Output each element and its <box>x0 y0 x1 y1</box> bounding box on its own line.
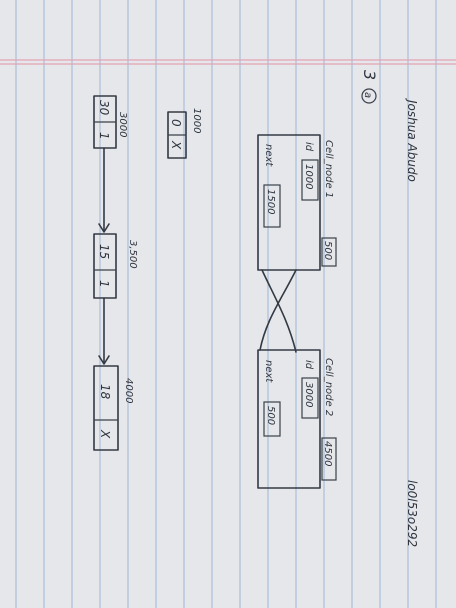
node-3500: 3,500 15 1 <box>93 233 138 299</box>
node-4000-address: 4000 <box>123 378 134 403</box>
node-4000-link: X <box>98 429 112 439</box>
cell-node-1-address-box <box>321 237 337 267</box>
node-4000-value: 18 <box>98 384 112 400</box>
cell-node-2-id-box <box>301 377 319 419</box>
node-4000-box <box>93 365 119 451</box>
cell-node-1-id-box <box>301 159 319 201</box>
cell-node-1-id-label: id <box>303 142 314 152</box>
node-3500-address: 3,500 <box>127 240 138 269</box>
rule-lines <box>15 0 437 608</box>
cell-node-1-next-value: 1500 <box>265 189 276 214</box>
cell-node-2-next-value: 500 <box>265 406 276 425</box>
cell-node-1-id-value: 1000 <box>303 164 314 189</box>
cell-node-2-address: 4500 <box>322 441 333 466</box>
cell-node-2-next-label: next <box>263 360 274 383</box>
cell-node-1-title: Cell_node 1 <box>323 140 334 198</box>
part-circle <box>361 88 377 104</box>
node-3000-value: 30 <box>97 100 111 116</box>
arrow-head-icon <box>98 223 110 233</box>
node-3500-link: 1 <box>97 280 111 288</box>
node-3500-value: 15 <box>97 244 111 259</box>
part-label: a <box>362 92 373 98</box>
cell-node-1-address: 500 <box>322 241 333 260</box>
student-name: Joshua Abudo <box>405 98 419 182</box>
cell-node-1-box <box>257 134 321 271</box>
node-1000: 1000 0 X <box>167 108 202 159</box>
cell-node-1: Cell_node 1 500 id 1000 next 1500 <box>257 134 337 271</box>
node-3500-box <box>93 233 117 299</box>
cell-node-2-next-box <box>263 401 281 437</box>
node-1000-value: 0 <box>169 119 183 127</box>
cell-node-2-title: Cell_node 2 <box>323 358 334 416</box>
cell-node-2-id-label: id <box>303 360 314 370</box>
node-3000-link: 1 <box>97 132 111 140</box>
margin-lines <box>0 59 456 65</box>
crossing-pointer-line-b <box>261 269 297 353</box>
question-number: 3 <box>360 70 379 80</box>
student-id: lo0l53o292 <box>405 480 419 547</box>
node-3000-address: 3000 <box>117 112 128 137</box>
arrow-head-icon <box>98 355 110 365</box>
node-1000-address: 1000 <box>191 108 202 133</box>
cell-node-2-id-value: 3000 <box>303 382 314 407</box>
cell-node-1-next-label: next <box>263 144 274 167</box>
node-1000-link: X <box>169 140 183 150</box>
cell-node-1-next-box <box>263 184 281 228</box>
cell-node-2-address-box <box>321 437 337 481</box>
crossing-pointer-line-a <box>259 269 297 351</box>
node-4000: 4000 18 X <box>93 365 134 451</box>
cell-node-2-box <box>257 349 321 489</box>
cell-node-2: Cell_node 2 4500 id 3000 next 500 <box>257 349 337 489</box>
node-3000: 3000 30 1 <box>93 95 128 149</box>
